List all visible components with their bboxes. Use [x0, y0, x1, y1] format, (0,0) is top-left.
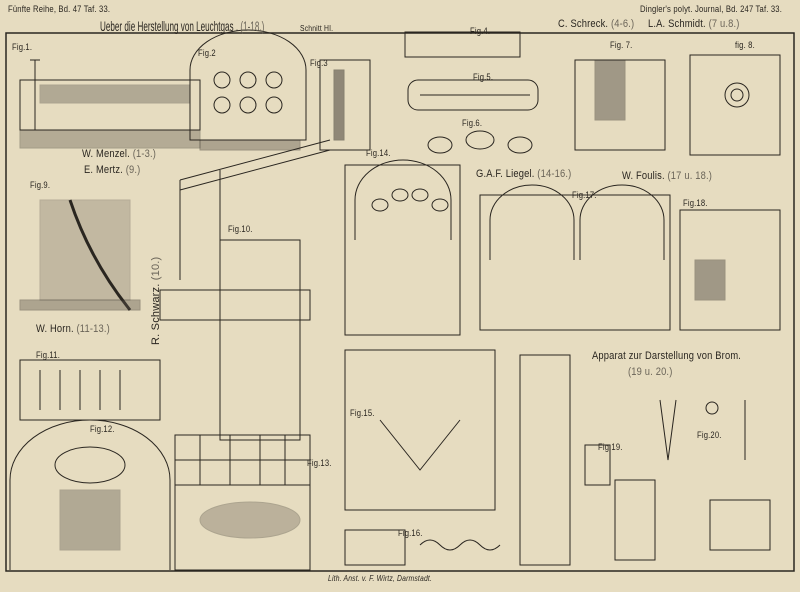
fig3-section	[319, 59, 371, 151]
fig11-flues	[19, 359, 161, 421]
fig12-arched-oven	[9, 419, 171, 570]
fig13-brickwork	[174, 434, 311, 571]
author-schreck: C. Schreck. (4-6.)	[558, 18, 635, 30]
fig14-retort-oven	[344, 159, 461, 336]
author-schwarz: R. Schwarz. (10.)	[150, 256, 162, 345]
fig-label: Fig.5.	[473, 72, 494, 82]
fig7-apparatus	[574, 59, 666, 151]
header-left: Fünfte Reihe, Bd. 47 Taf. 33.	[8, 4, 111, 14]
fig-label: Fig.17.	[572, 190, 597, 200]
fig-label: Fig.9.	[30, 180, 51, 190]
fig-label: Fig. 7.	[610, 40, 633, 50]
lithographer-credit: Lith. Anst. v. F. Wirtz, Darmstadt.	[328, 574, 433, 583]
fig9-generator	[19, 199, 141, 311]
fig-label: Fig.3	[310, 58, 328, 68]
plate-title: Ueber die Herstellung von Leuchtgas . (1…	[100, 18, 264, 34]
fig15-generator	[344, 349, 501, 566]
author-menzel: W. Menzel. (1-3.)	[82, 148, 157, 160]
author-schmidt: L.A. Schmidt. (7 u.8.)	[648, 18, 740, 30]
author-foulis: W. Foulis. (17 u. 18.)	[622, 170, 713, 182]
fig-label: Fig.11.	[36, 350, 61, 360]
fig-label: Fig.19.	[598, 442, 623, 452]
fig4-5-burner	[404, 31, 539, 154]
fig-label: Fig.15.	[350, 408, 375, 418]
author-horn: W. Horn. (11-13.)	[36, 323, 110, 335]
brom-figs: (19 u. 20.)	[628, 366, 673, 378]
fig20-parts	[659, 399, 746, 461]
fig-label: Fig.1.	[12, 42, 33, 52]
fig10-coal-charger	[159, 139, 331, 441]
fig-label: Fig.10.	[228, 224, 253, 234]
title-range: (1-18.)	[240, 18, 265, 34]
fig-label: Fig.4.	[470, 26, 491, 36]
fig-label: Fig.18.	[683, 198, 708, 208]
fig-label: fig. 8.	[735, 40, 755, 50]
fig-label: Fig.14.	[366, 148, 391, 158]
fig17-double-oven	[479, 184, 671, 331]
author-mertz: E. Mertz. (9.)	[84, 164, 141, 176]
fig-label: Fig.2	[198, 48, 216, 58]
fig1-retort-furnace	[19, 59, 201, 149]
fig-label: Fig.20.	[697, 430, 722, 440]
fig-label: Fig.16.	[398, 528, 423, 538]
fig2-retort-bench	[189, 29, 307, 151]
fig-label: Fig.13.	[307, 458, 332, 468]
plate-border	[5, 32, 795, 572]
author-liegel: G.A.F. Liegel. (14-16.)	[476, 168, 572, 180]
title-text: Ueber die Herstellung von Leuchtgas .	[100, 18, 239, 34]
fig18-oven	[679, 209, 781, 331]
header-right: Dingler's polyt. Journal, Bd. 247 Taf. 3…	[640, 4, 782, 14]
brom-title: Apparat zur Darstellung von Brom.	[592, 350, 742, 362]
fig19-brom-apparatus	[519, 354, 771, 566]
fig-label: Fig.12.	[90, 424, 115, 434]
fig-label: Fig.6.	[462, 118, 483, 128]
section-label: Schnitt HI.	[300, 24, 334, 33]
fig8-furnace	[689, 54, 781, 156]
